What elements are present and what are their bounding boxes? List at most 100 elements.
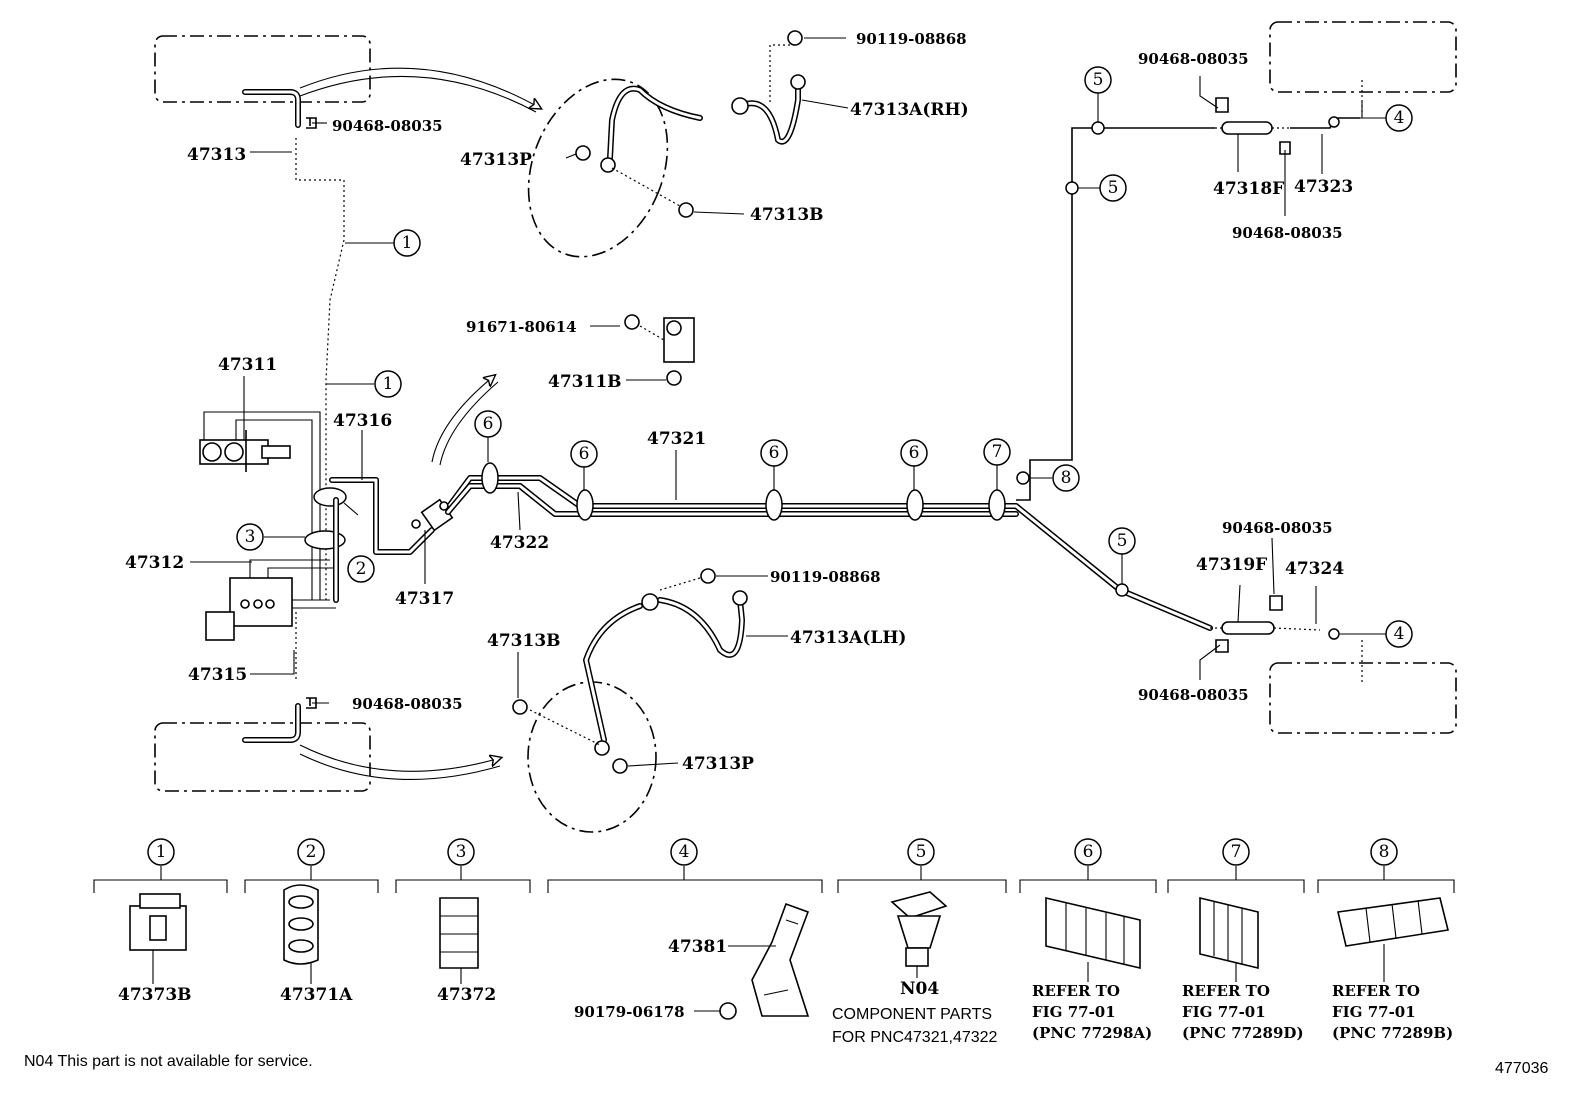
label-47313A-LH: 47313A(LH) [790, 628, 906, 648]
label-90468-bottom-right: 90468-08035 [1138, 686, 1249, 704]
clip-6-a [481, 462, 499, 494]
svg-text:6: 6 [483, 414, 494, 434]
svg-text:(PNC 77289B): (PNC 77289B) [1332, 1024, 1453, 1042]
legend-item-8: 8 REFER TO FIG 77-01 (PNC 77289B) [1317, 838, 1455, 1042]
label-47313B-top: 47313B [750, 205, 824, 225]
label-47313A-RH: 47313A(RH) [850, 100, 969, 120]
label-47313: 47313 [187, 145, 246, 165]
hose-47319F [1221, 621, 1275, 635]
clip-6-c [765, 489, 783, 521]
callout-5-mid: 5 [1099, 174, 1127, 202]
label-47324: 47324 [1285, 559, 1344, 579]
callout-4-low: 4 [1385, 620, 1413, 648]
label-47312: 47312 [125, 553, 184, 573]
svg-text:FIG 77-01: FIG 77-01 [1332, 1003, 1416, 1021]
callout-3-main: 3 [236, 523, 264, 551]
callout-1-upper: 1 [393, 229, 421, 257]
junction-47317 [411, 498, 454, 532]
svg-text:FIG 77-01: FIG 77-01 [1032, 1003, 1116, 1021]
legend-item-1: 1 47373B [93, 838, 228, 1005]
svg-text:8: 8 [1061, 468, 1072, 488]
label-90119-bottom: 90119-08868 [770, 568, 881, 586]
svg-text:(PNC 77298A): (PNC 77298A) [1032, 1024, 1152, 1042]
svg-text:REFER TO: REFER TO [1332, 982, 1420, 1000]
upper-right-detail-box [1269, 21, 1457, 93]
callout-2-main: 2 [347, 555, 375, 583]
callout-5-top: 5 [1084, 66, 1112, 94]
svg-text:5: 5 [1108, 178, 1119, 198]
footer-note: N04 This part is not available for servi… [24, 1053, 313, 1070]
svg-text:2: 2 [306, 842, 317, 862]
lower-right-detail-box [1269, 662, 1457, 734]
svg-text:COMPONENT PARTS: COMPONENT PARTS [832, 1006, 992, 1023]
svg-text:47372: 47372 [437, 985, 496, 1005]
callout-6-d: 6 [900, 439, 928, 467]
label-47318F: 47318F [1213, 179, 1284, 199]
label-90468-upper-left: 90468-08035 [332, 117, 443, 135]
abs-actuator [205, 559, 336, 641]
svg-text:7: 7 [992, 442, 1003, 462]
svg-text:REFER TO: REFER TO [1032, 982, 1120, 1000]
callout-1-lower: 1 [374, 370, 402, 398]
clip-77289D-icon [1199, 896, 1259, 970]
svg-text:2: 2 [356, 559, 367, 579]
label-47311: 47311 [218, 355, 277, 375]
lower-left-detail-box [154, 722, 371, 792]
svg-text:6: 6 [909, 443, 920, 463]
label-47317: 47317 [395, 589, 454, 609]
label-47319F: 47319F [1196, 555, 1267, 575]
callout-8-main: 8 [1052, 464, 1080, 492]
label-90468-top-right: 90468-08035 [1138, 50, 1249, 68]
svg-text:8: 8 [1379, 842, 1390, 862]
clamp-2-ellipse [313, 487, 347, 507]
svg-text:6: 6 [579, 444, 590, 464]
upper-caliper-detail-ellipse [527, 78, 669, 258]
svg-text:3: 3 [456, 842, 467, 862]
bracket-47311B [624, 314, 695, 386]
clamp-47373B-icon [129, 893, 187, 951]
label-90119-top: 90119-08868 [856, 30, 967, 48]
svg-text:5: 5 [916, 842, 927, 862]
svg-text:90179-06178: 90179-06178 [574, 1003, 685, 1021]
svg-text:7: 7 [1231, 842, 1242, 862]
label-90468-right-lower: 90468-08035 [1222, 519, 1333, 537]
label-47316: 47316 [333, 411, 392, 431]
hose-47318F [1221, 121, 1273, 135]
label-47313B-bottom: 47313B [487, 631, 561, 651]
svg-text:3: 3 [245, 527, 256, 547]
svg-text:4: 4 [1394, 624, 1405, 644]
svg-text:4: 4 [679, 842, 690, 862]
label-47315: 47315 [188, 665, 247, 685]
legend-item-2: 2 47371A [244, 838, 379, 1005]
label-47311B: 47311B [548, 372, 622, 392]
svg-text:FIG 77-01: FIG 77-01 [1182, 1003, 1266, 1021]
svg-text:47381: 47381 [668, 937, 727, 957]
legend-item-7: 7 REFER TO FIG 77-01 (PNC 77289D) [1167, 838, 1305, 1042]
label-90468-lower-left: 90468-08035 [352, 695, 463, 713]
clip-47381-icon [751, 902, 810, 1017]
label-47313P-bottom: 47313P [682, 754, 754, 774]
callout-7-main: 7 [983, 438, 1011, 466]
label-47313P-top: 47313P [460, 150, 532, 170]
fastener-N04-icon [890, 891, 948, 967]
svg-text:REFER TO: REFER TO [1182, 982, 1270, 1000]
clip-6-d [906, 489, 924, 521]
detail-arrow-lower [299, 744, 500, 772]
callout-6-a: 6 [474, 410, 502, 438]
label-91671: 91671-80614 [466, 318, 577, 336]
svg-text:(PNC 77289D): (PNC 77289D) [1182, 1024, 1304, 1042]
lower-caliper-detail-ellipse [527, 681, 657, 833]
clip-77298A-icon [1045, 896, 1141, 970]
legend-item-4: 4 47381 90179-06178 [547, 838, 823, 1021]
master-cylinder [199, 411, 321, 600]
label-90468-right-mid: 90468-08035 [1232, 224, 1343, 242]
legend-item-6: 6 REFER TO FIG 77-01 (PNC 77298A) [1019, 838, 1157, 1042]
nut-90179-icon [719, 1002, 737, 1020]
svg-text:4: 4 [1394, 108, 1405, 128]
clamp-47371A-icon [283, 884, 319, 965]
svg-text:1: 1 [156, 842, 167, 862]
label-47323: 47323 [1294, 177, 1353, 197]
callout-4-top: 4 [1385, 104, 1413, 132]
clip-6-b [576, 489, 594, 521]
label-47322: 47322 [490, 533, 549, 553]
